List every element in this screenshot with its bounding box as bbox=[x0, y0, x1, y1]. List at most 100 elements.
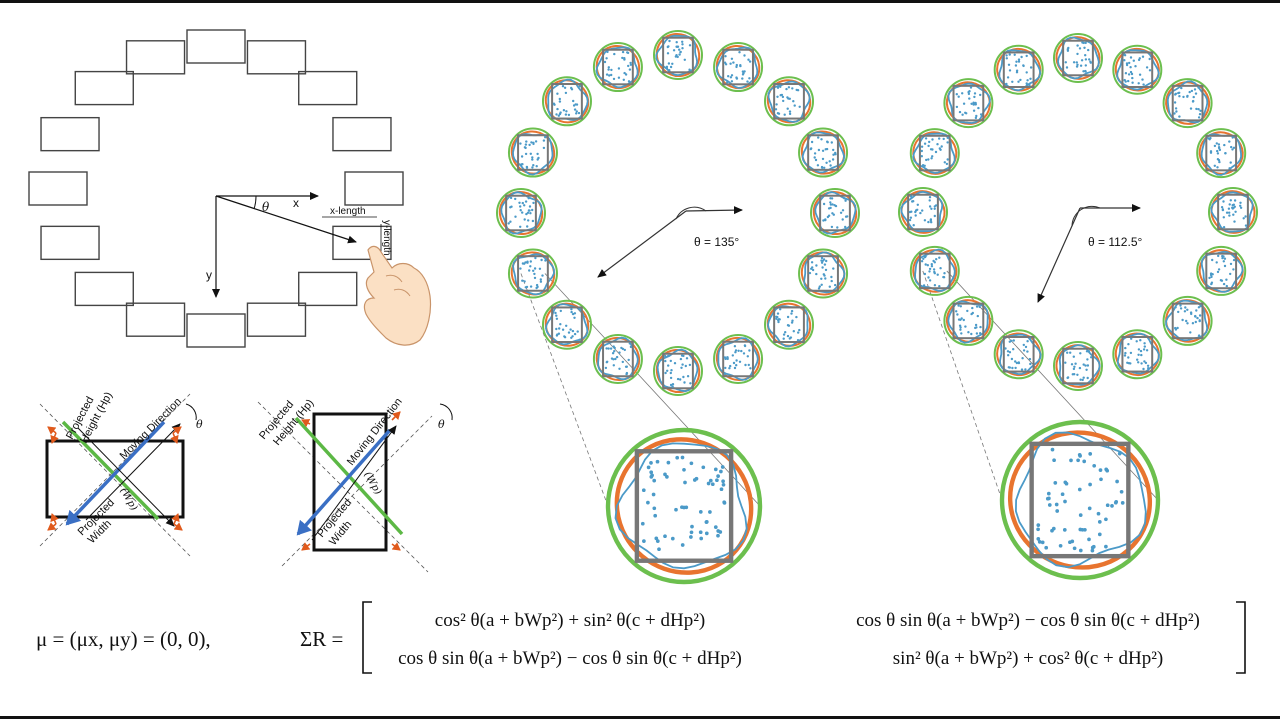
target-box bbox=[773, 82, 805, 120]
touch-points bbox=[1064, 350, 1093, 382]
gaussian-fit bbox=[766, 302, 812, 347]
touch-points bbox=[1004, 337, 1032, 371]
theta-label: θ bbox=[262, 200, 270, 214]
sigma-symbol: ΣR = bbox=[300, 627, 343, 651]
target-box bbox=[773, 306, 805, 344]
touch-points bbox=[1123, 337, 1150, 371]
target-box bbox=[1171, 84, 1204, 122]
circular-fit bbox=[541, 76, 592, 127]
circular-fit bbox=[798, 248, 849, 299]
circular-fit bbox=[993, 44, 1044, 95]
matrix-cell-22: sin² θ(a + bWp²) + cos² θ(c + dHp²) bbox=[893, 648, 1163, 669]
target-box bbox=[28, 171, 88, 206]
target-ring-diagram bbox=[28, 29, 404, 348]
projection-diagram-wide: θ Projected Height (Hp) Moving Direction… bbox=[39, 390, 203, 557]
circular-fit bbox=[653, 346, 703, 396]
circular-fit bbox=[1112, 329, 1163, 380]
target-box bbox=[1217, 193, 1249, 231]
gaussian-fit bbox=[715, 336, 761, 382]
left-bracket bbox=[362, 601, 372, 674]
circular-fit bbox=[898, 187, 948, 237]
target-box bbox=[819, 194, 851, 232]
target-box bbox=[298, 70, 358, 106]
circular-fit bbox=[1053, 33, 1103, 83]
circular-fit bbox=[764, 76, 815, 127]
height-arrow bbox=[77, 427, 175, 527]
touch-points bbox=[664, 354, 692, 388]
target-box bbox=[807, 134, 839, 171]
circular-fit bbox=[605, 427, 763, 585]
target-box bbox=[517, 255, 549, 292]
circular-fit bbox=[1162, 78, 1213, 129]
target-box bbox=[186, 29, 246, 64]
matrix-cell-11: cos² θ(a + bWp²) + sin² θ(c + dHp²) bbox=[435, 610, 705, 631]
target-box bbox=[40, 225, 100, 261]
circular-fit bbox=[507, 248, 558, 299]
target-box bbox=[246, 302, 307, 337]
target-box bbox=[634, 449, 734, 563]
circular-fit bbox=[592, 333, 643, 384]
circular-fit bbox=[713, 333, 764, 384]
target-box bbox=[74, 271, 134, 307]
circular-fit bbox=[943, 295, 994, 346]
target-box bbox=[1205, 134, 1238, 172]
touch-points bbox=[552, 85, 582, 117]
target-box bbox=[344, 171, 404, 206]
target-box bbox=[1121, 335, 1154, 373]
touch-points bbox=[908, 195, 938, 227]
circular-fit bbox=[993, 329, 1044, 380]
empirical-contour bbox=[597, 336, 639, 381]
target-box bbox=[722, 340, 754, 378]
target-box bbox=[602, 48, 634, 86]
panel-a-angle-label: θ = 135° bbox=[694, 235, 739, 249]
target-box bbox=[186, 313, 246, 348]
touch-points bbox=[920, 136, 949, 167]
touch-points bbox=[1123, 54, 1152, 86]
circular-fit bbox=[1162, 295, 1213, 346]
panel-b-angle-label: θ = 112.5° bbox=[1088, 235, 1142, 249]
touch-points bbox=[1173, 86, 1202, 119]
circular-fit bbox=[1053, 341, 1103, 391]
projected-height-line bbox=[61, 420, 160, 521]
circular-fit bbox=[541, 299, 592, 350]
touch-points bbox=[1064, 41, 1093, 73]
touch-points bbox=[955, 86, 983, 120]
circular-fit bbox=[1208, 187, 1258, 237]
gaussian-fit bbox=[614, 437, 754, 575]
gaussian-fit bbox=[715, 44, 761, 90]
pointing-hand-icon bbox=[363, 245, 432, 346]
target-box bbox=[332, 225, 392, 261]
top-border bbox=[0, 0, 1280, 3]
x-axis-label: x bbox=[293, 196, 299, 210]
target-box bbox=[246, 40, 307, 75]
bottom-border bbox=[0, 716, 1280, 719]
width-symbol: (Wp) bbox=[117, 486, 139, 513]
circular-fit bbox=[592, 42, 643, 93]
touch-points bbox=[1207, 136, 1236, 170]
circular-fit bbox=[909, 245, 960, 296]
zoom-guide bbox=[946, 270, 1159, 501]
touch-points bbox=[604, 342, 633, 376]
gaussian-ring-panel-112-5 bbox=[898, 33, 1258, 581]
touch-points bbox=[955, 304, 982, 336]
circular-fit bbox=[810, 188, 860, 238]
touch-points bbox=[1220, 199, 1248, 229]
target-box bbox=[298, 271, 358, 307]
touch-points bbox=[774, 84, 801, 116]
target-box bbox=[1029, 441, 1131, 559]
coordinate-axes: x y θ x-length y-length bbox=[206, 192, 392, 298]
gaussian-ring-panel-135 bbox=[496, 30, 860, 585]
target-box bbox=[662, 36, 694, 74]
target-box bbox=[332, 116, 392, 152]
moving-direction-label: Moving Direction bbox=[118, 396, 184, 462]
touch-points bbox=[1036, 447, 1125, 553]
target-box bbox=[952, 84, 985, 122]
theta-label: θ bbox=[438, 418, 445, 431]
target-box bbox=[517, 134, 549, 171]
target-box bbox=[722, 48, 754, 86]
target-rectangle bbox=[312, 412, 388, 552]
matrix-cell-12: cos θ sin θ(a + bWp²) − cos θ sin θ(c + … bbox=[856, 610, 1200, 631]
projection-diagram-tall: θ Projected Height (Hp) Moving Direction… bbox=[257, 396, 453, 573]
gaussian-fit bbox=[1007, 430, 1153, 570]
